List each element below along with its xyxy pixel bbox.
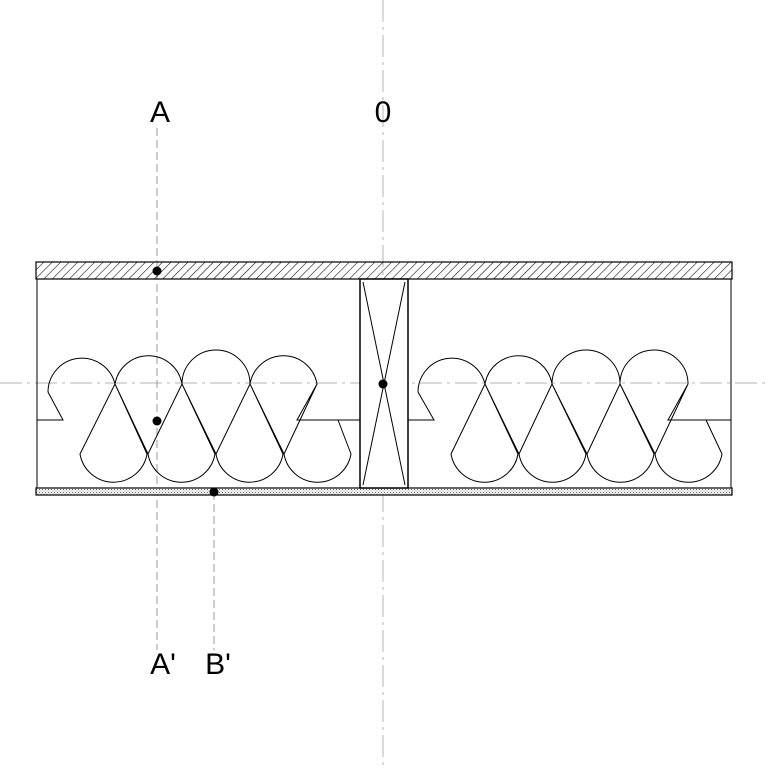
label-b-prime: B'	[205, 648, 231, 681]
point-a-top	[152, 266, 162, 276]
label-zero: 0	[375, 96, 392, 129]
point-b-bottom	[209, 487, 219, 497]
insulation-right	[408, 349, 731, 483]
top-sheathing-board	[35, 261, 733, 280]
bottom-gypsum-board	[35, 487, 733, 496]
point-zero-center	[378, 379, 388, 389]
label-a-prime: A'	[150, 648, 176, 681]
label-a: A	[150, 96, 170, 129]
insulation-left	[37, 349, 360, 483]
point-a-middle	[152, 416, 162, 426]
